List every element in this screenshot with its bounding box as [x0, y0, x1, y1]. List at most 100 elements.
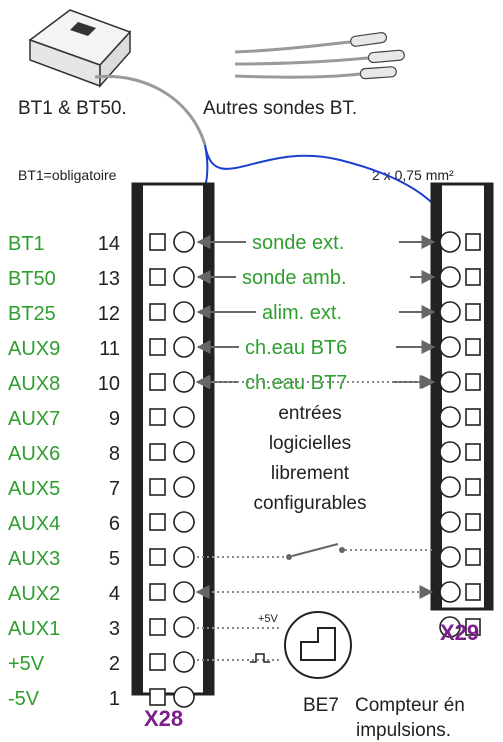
x29-terminal-screw: [439, 476, 461, 498]
x29-terminal-square: [465, 338, 481, 356]
x28-pin-number: 12: [98, 303, 120, 325]
x28-pin-number: 9: [109, 408, 120, 430]
sensor-cable: [94, 74, 207, 146]
x28-pin-number: 2: [109, 653, 120, 675]
connection-label: sonde ext.: [252, 232, 344, 254]
x28-signal-label: BT50: [8, 268, 56, 290]
x28-terminal-square: [149, 583, 166, 601]
cable-note: 2 x 0,75 mm²: [372, 167, 454, 183]
x29-terminal-square: [465, 373, 481, 391]
sensor-wire: [204, 144, 456, 241]
x28-pin-number: 8: [109, 443, 120, 465]
x28-pin-number: 3: [109, 618, 120, 640]
module-caption: BT1 & BT50.: [18, 98, 127, 119]
x29-terminal-square: [465, 548, 481, 566]
x28-terminal-square: [149, 653, 166, 671]
x29-label: X29: [440, 620, 479, 645]
x28-terminal-screw: [173, 231, 195, 253]
x28-terminal-screw: [173, 511, 195, 533]
x28-signal-label: AUX7: [8, 408, 60, 430]
connection-label: sonde amb.: [242, 267, 347, 289]
connection-label: ch.eau BT6: [245, 337, 347, 359]
inputs-note-line: entrées: [278, 403, 341, 424]
x28-label: X28: [144, 706, 183, 731]
x29-terminal-square: [465, 233, 481, 251]
x28-terminal-screw: [173, 476, 195, 498]
counter-symbol-icon: [300, 627, 336, 661]
sensors-caption: Autres sondes BT.: [203, 98, 357, 119]
x28-pin-number: 1: [109, 688, 120, 710]
x29-terminal-screw: [439, 336, 461, 358]
x28-signal-label: AUX5: [8, 478, 60, 500]
x28-terminal-square: [149, 513, 166, 531]
x29-terminal-square: [465, 618, 481, 636]
x29-terminal-screw: [439, 231, 461, 253]
connection-label: alim. ext.: [262, 302, 342, 324]
x28-terminal-square: [149, 268, 166, 286]
x29-terminal-screw: [439, 511, 461, 533]
control-module-icon: [28, 9, 132, 88]
x29-terminal-screw: [439, 406, 461, 428]
x28-terminal-square: [149, 408, 166, 426]
x29-terminal-square: [465, 513, 481, 531]
module-note: BT1=obligatoire: [18, 167, 117, 183]
x28-pin-number: 10: [98, 373, 120, 395]
x28-terminal-screw: [173, 336, 195, 358]
inputs-note-line: logicielles: [269, 433, 351, 454]
x28-terminal-screw: [173, 651, 195, 673]
x28-signal-label: AUX4: [8, 513, 60, 535]
x28-pin-number: 14: [98, 233, 120, 255]
x28-signal-label: AUX6: [8, 443, 60, 465]
x29-terminal-square: [465, 478, 481, 496]
x29-terminal-screw: [439, 616, 461, 638]
x28-pin-number: 5: [109, 548, 120, 570]
x28-signal-label: BT25: [8, 303, 56, 325]
x28-signal-label: AUX2: [8, 583, 60, 605]
x29-terminal-square: [465, 268, 481, 286]
terminal-block-x29: [430, 182, 494, 611]
counter-tag: BE7: [303, 695, 339, 716]
x29-terminal-screw: [439, 441, 461, 463]
x28-signal-label: AUX9: [8, 338, 60, 360]
x28-terminal-screw: [173, 301, 195, 323]
counter-circle: [284, 611, 352, 679]
x28-terminal-screw: [173, 616, 195, 638]
x29-terminal-screw: [439, 371, 461, 393]
pulse-icon: [250, 653, 270, 663]
x28-terminal-square: [149, 233, 166, 251]
counter-caption-2: impulsions.: [356, 720, 451, 741]
x29-terminal-square: [465, 583, 481, 601]
x28-terminal-screw: [173, 581, 195, 603]
x29-terminal-screw: [439, 266, 461, 288]
x29-terminal-screw: [439, 546, 461, 568]
x28-signal-label: AUX3: [8, 548, 60, 570]
x28-pin-number: 11: [99, 338, 120, 360]
x28-pin-number: 7: [109, 478, 120, 500]
x28-pin-number: 6: [109, 513, 120, 535]
inputs-note-line: librement: [271, 463, 350, 484]
switch-symbol: [197, 543, 432, 560]
terminal-block-x28: [131, 182, 215, 696]
x28-signal-label: +5V: [8, 653, 45, 675]
x29-terminal-square: [465, 408, 481, 426]
x28-terminal-screw: [173, 441, 195, 463]
temperature-sensors-icon: [234, 32, 405, 80]
x28-signal-label: -5V: [8, 688, 40, 710]
x29-terminal-screw: [439, 581, 461, 603]
x29-terminal-screw: [439, 301, 461, 323]
inputs-note-line: configurables: [253, 493, 366, 514]
x28-terminal-square: [149, 688, 166, 706]
x28-terminal-screw: [173, 371, 195, 393]
x28-pin-number: 13: [98, 268, 120, 290]
x28-terminal-screw: [173, 546, 195, 568]
x29-terminal-square: [465, 443, 481, 461]
x28-terminal-screw: [173, 406, 195, 428]
x28-signal-label: BT1: [8, 233, 45, 255]
x28-terminal-square: [149, 443, 166, 461]
x28-terminal-square: [149, 373, 166, 391]
x28-terminal-square: [149, 338, 166, 356]
x28-signal-label: AUX1: [8, 618, 60, 640]
x28-signal-label: AUX8: [8, 373, 60, 395]
x28-terminal-screw: [173, 686, 195, 708]
